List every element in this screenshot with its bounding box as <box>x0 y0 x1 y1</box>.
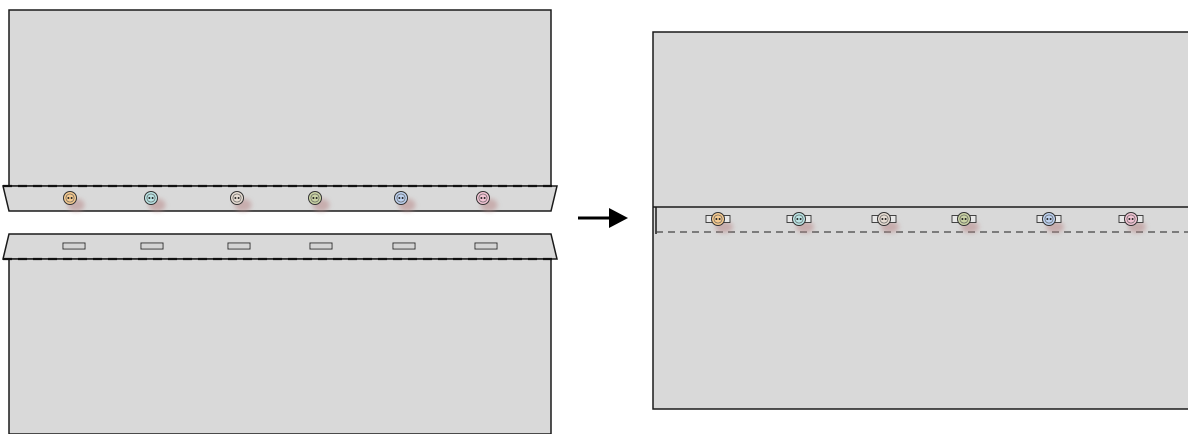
button-3-icon <box>230 191 252 212</box>
joined-button-row <box>705 212 1146 233</box>
buttonhole-4-icon <box>309 242 333 250</box>
upper-panel <box>2 9 558 212</box>
upper-panel-body <box>8 9 552 187</box>
joined-button-6-icon <box>1118 212 1146 233</box>
upper-panel-fold-flap <box>2 185 558 212</box>
buttonhole-row <box>62 242 498 250</box>
buttonhole-2-icon <box>140 242 164 250</box>
joined-button-1-icon <box>705 212 733 233</box>
joined-panel-body <box>652 31 1188 410</box>
upper-button-row <box>63 191 498 212</box>
joined-button-3-icon <box>871 212 899 233</box>
lower-panel-fold-flap <box>2 233 558 260</box>
buttonhole-5-icon <box>392 242 416 250</box>
joined-button-5-icon <box>1036 212 1064 233</box>
right-arrow-icon <box>578 208 628 228</box>
joined-button-4-icon <box>951 212 979 233</box>
joined-panel <box>652 31 1188 410</box>
button-6-icon <box>476 191 498 212</box>
buttonhole-6-icon <box>474 242 498 250</box>
lower-panel <box>2 233 558 434</box>
buttonhole-3-icon <box>227 242 251 250</box>
button-1-icon <box>63 191 85 212</box>
button-4-icon <box>308 191 330 212</box>
joined-button-2-icon <box>786 212 814 233</box>
buttonhole-1-icon <box>62 242 86 250</box>
button-5-icon <box>394 191 416 212</box>
button-2-icon <box>144 191 166 212</box>
lower-panel-body <box>8 258 552 434</box>
